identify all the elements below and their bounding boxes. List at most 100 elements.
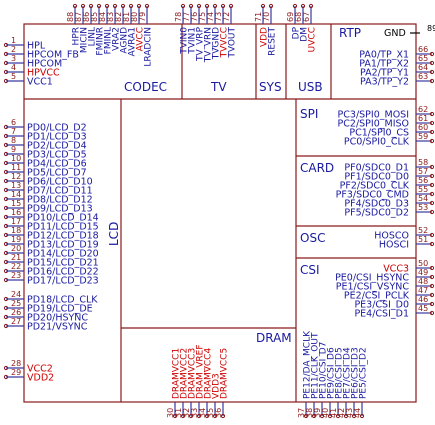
pin-label-pe12-da-mclk: PE12/DA_MCLK xyxy=(303,330,313,399)
pin-label-dramvcc3: DRAMVCC3 xyxy=(188,348,198,399)
pin-label-pe8-csi-d5: PE8/CSI_D5 xyxy=(335,347,345,399)
pin-label-reset: RESET xyxy=(268,27,278,56)
pin-terminal-17 xyxy=(3,223,9,229)
pin-number-77: 77 xyxy=(182,12,191,22)
pin-terminal-19 xyxy=(3,241,9,247)
pin-terminal-16 xyxy=(3,214,9,220)
pin-number-64: 64 xyxy=(418,63,428,72)
block-label-spi: SPI xyxy=(300,107,318,121)
pin-label-pa3-tp-y2: PA3/TP_Y2 xyxy=(360,77,409,88)
pin-terminal-62 xyxy=(429,111,435,117)
pin-label-vdd: VDD xyxy=(260,27,270,47)
pin-terminal-50 xyxy=(429,265,435,271)
pin-terminal-3 xyxy=(3,60,9,66)
pin-number-58: 58 xyxy=(418,158,428,167)
pin-terminal-32 xyxy=(188,413,194,419)
pin-number-29: 29 xyxy=(11,368,21,377)
pin-terminal-67 xyxy=(308,3,314,9)
pin-terminal-79 xyxy=(144,3,150,9)
pin-number-30: 30 xyxy=(166,408,175,418)
pin-terminal-5 xyxy=(3,78,9,84)
pin-terminal-78 xyxy=(180,3,186,9)
pin-label-hosci: HOSCI xyxy=(379,240,409,251)
pin-terminal-86 xyxy=(88,3,94,9)
pin-label-dp: DP xyxy=(292,26,302,39)
pin-terminal-18 xyxy=(3,232,9,238)
pin-label-pe4-csi-d1: PE4/CSI_D1 xyxy=(354,309,409,320)
pin-number-3: 3 xyxy=(11,54,16,63)
pin-number-72: 72 xyxy=(222,12,231,22)
pin-terminal-53 xyxy=(429,209,435,215)
pin-label-pe0-csi-hsync: PE0/CSI_HSYNC xyxy=(335,273,409,284)
pin-number-83: 83 xyxy=(106,12,115,22)
pin-label-pd21-vsync: PD21/VSYNC xyxy=(27,322,88,333)
pin-number-46: 46 xyxy=(418,295,428,304)
pin-number-67: 67 xyxy=(302,12,311,22)
block-label-dram: DRAM xyxy=(256,331,292,345)
pin-label-pd13-lcd-d19: PD13/LCD_D19 xyxy=(27,240,99,251)
pin-terminal-44 xyxy=(359,413,365,419)
pin-terminal-46 xyxy=(429,301,435,307)
pin-terminal-69 xyxy=(292,3,298,9)
pin-number-23: 23 xyxy=(11,271,21,280)
pin-number-17: 17 xyxy=(11,217,21,226)
pin-number-84: 84 xyxy=(98,12,107,22)
pin-number-52: 52 xyxy=(418,226,428,235)
pin-label-hpl: HPL xyxy=(27,41,46,52)
pin-label-dramvcc4: DRAMVCC4 xyxy=(204,348,214,399)
pin-terminal-83 xyxy=(112,3,118,9)
pin-terminal-59 xyxy=(429,138,435,144)
pin-terminal-25 xyxy=(3,305,9,311)
pin-terminal-27 xyxy=(3,323,9,329)
pin-number-73: 73 xyxy=(214,12,223,22)
pin-terminal-37 xyxy=(303,413,309,419)
pin-number-2: 2 xyxy=(11,45,16,54)
pin-terminal-80 xyxy=(136,3,142,9)
pin-number-74: 74 xyxy=(206,12,215,22)
pin-label-pd18-lcd-clk: PD18/LCD_CLK xyxy=(27,295,98,306)
pin-terminal-51 xyxy=(429,241,435,247)
pin-terminal-70 xyxy=(268,3,274,9)
pin-terminal-13 xyxy=(3,187,9,193)
pin-number-41: 41 xyxy=(329,408,338,418)
pin-label-dm: DM xyxy=(300,27,310,42)
pin-label-vcc1: VCC1 xyxy=(27,77,53,88)
pin-number-60: 60 xyxy=(418,123,428,132)
pin-label-pa1-tp-x2: PA1/TP_X2 xyxy=(359,59,409,70)
pin-label-pe2-csi-pclk: PE2/CSI_PCLK xyxy=(344,291,410,302)
pin-terminal-63 xyxy=(429,78,435,84)
pin-number-26: 26 xyxy=(11,308,21,317)
pin-terminal-65 xyxy=(429,60,435,66)
pin-number-37: 37 xyxy=(297,408,306,418)
pin-number-19: 19 xyxy=(11,235,21,244)
pin-terminal-87 xyxy=(80,3,86,9)
pin-number-33: 33 xyxy=(190,408,199,418)
pin-label-pd3-lcd-d5: PD3/LCD_D5 xyxy=(27,150,87,161)
pin-number-24: 24 xyxy=(11,290,21,299)
pin-number-56: 56 xyxy=(418,176,428,185)
pin-number-4: 4 xyxy=(11,63,16,72)
pin-label-linl: LINL xyxy=(88,27,98,46)
pin-number-63: 63 xyxy=(418,72,428,81)
pin-terminal-47 xyxy=(429,292,435,298)
pin-number-40: 40 xyxy=(321,408,330,418)
pin-label-dramvcc2: DRAMVCC2 xyxy=(180,348,190,399)
pin-label-lradcin: LRADCIN xyxy=(144,27,154,67)
pin-number-55: 55 xyxy=(418,185,428,194)
pin-number-57: 57 xyxy=(418,167,428,176)
block-label-lcd: LCD xyxy=(107,222,121,246)
pin-terminal-76 xyxy=(196,3,202,9)
pin-label-pd2-lcd-d4: PD2/LCD_D4 xyxy=(27,141,87,152)
pin-label-dram-vref: DRAM_VREF xyxy=(196,344,206,399)
pin-label-tv-vrp: TV_VRP xyxy=(196,26,206,62)
pin-number-70: 70 xyxy=(262,12,271,22)
pin-label-pe9-csi-d6: PE9/CSI_D6 xyxy=(327,347,337,399)
pin-number-85: 85 xyxy=(90,12,99,22)
pin-terminal-28 xyxy=(3,365,9,371)
pin-number-61: 61 xyxy=(418,114,428,123)
pin-terminal-64 xyxy=(429,69,435,75)
pin-terminal-6 xyxy=(3,124,9,130)
pin-number-69: 69 xyxy=(286,12,295,22)
